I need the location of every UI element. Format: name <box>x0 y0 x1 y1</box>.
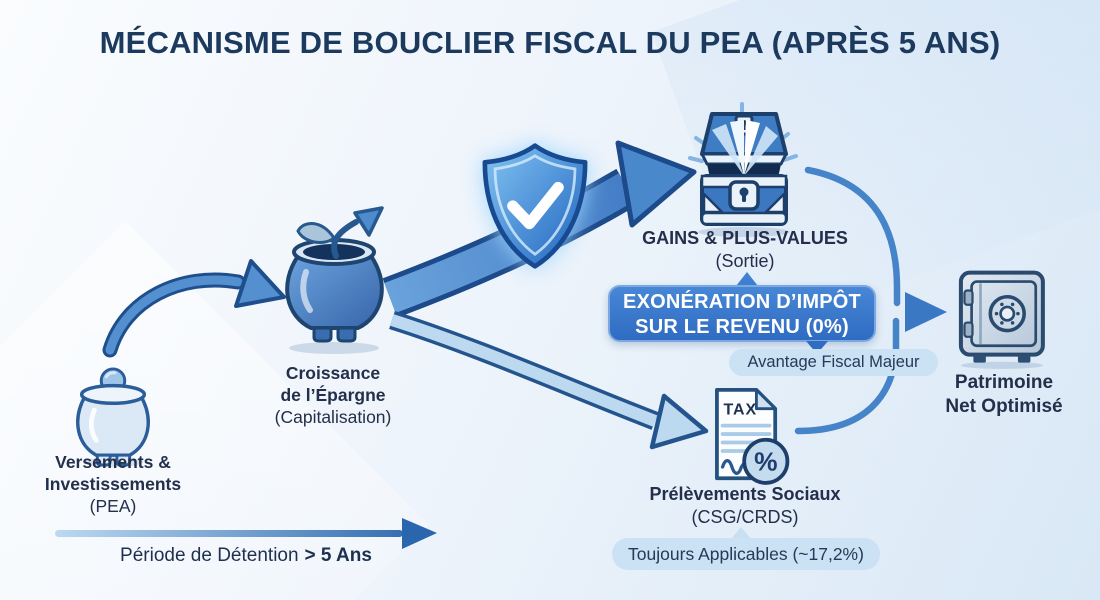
versements-label: Versements & Investissements (PEA) <box>10 451 216 517</box>
shield-check-icon <box>479 141 591 271</box>
coin-pot-icon <box>64 364 162 468</box>
callout-pointer-up <box>736 272 758 286</box>
croissance-line1: Croissance <box>285 363 381 383</box>
croissance-label: Croissance de l’Épargne (Capitalisation) <box>238 362 428 428</box>
versements-line2: Investissements <box>44 474 182 494</box>
gains-label: GAINS & PLUS-VALUES (Sortie) <box>622 227 868 273</box>
patrimoine-line1: Patrimoine <box>954 372 1054 393</box>
page-title: MÉCANISME DE BOUCLIER FISCAL DU PEA (APR… <box>99 25 1001 60</box>
treasure-chest-icon <box>666 98 818 238</box>
prelevements-line1: Prélèvements Sociaux <box>649 484 841 504</box>
croissance-line2: de l’Épargne <box>280 385 386 405</box>
avantage-fiscal-badge: Avantage Fiscal Majeur <box>729 349 938 376</box>
tax-doc-label: TAX <box>724 401 758 418</box>
growth-pot-icon <box>276 198 394 354</box>
prelevements-label: Prélèvements Sociaux (CSG/CRDS) <box>620 483 870 529</box>
patrimoine-label: Patrimoine Net Optimisé <box>916 371 1092 419</box>
versements-line1: Versements & <box>55 452 171 472</box>
timeline-arrow <box>55 518 437 549</box>
arrow-croissance-to-prelevements <box>389 310 709 450</box>
tax-document-icon: TAX % <box>700 384 794 486</box>
versements-line3: (PEA) <box>89 496 137 516</box>
arrow-croissance-to-gains <box>382 140 697 318</box>
croissance-line3: (Capitalisation) <box>274 407 392 427</box>
gains-line2: (Sortie) <box>715 251 775 271</box>
exoneration-line2: SUR LE REVENU (0%) <box>635 316 849 338</box>
percent-symbol: % <box>754 447 777 477</box>
badge-pointer-up <box>731 527 751 539</box>
prelevements-line2: (CSG/CRDS) <box>691 507 799 527</box>
gains-line1: GAINS & PLUS-VALUES <box>642 228 848 248</box>
exoneration-line1: EXONÉRATION D’IMPÔT <box>623 291 861 313</box>
arrow-versements-to-croissance <box>102 259 286 358</box>
patrimoine-line2: Net Optimisé <box>945 396 1063 417</box>
toujours-applicables-badge: Toujours Applicables (~17,2%) <box>612 538 880 570</box>
timeline-caption-text: Période de Détention <box>120 545 299 566</box>
timeline-caption-highlight: > 5 Ans <box>304 545 372 566</box>
safe-icon <box>952 268 1050 370</box>
exoneration-callout-box: EXONÉRATION D’IMPÔT SUR LE REVENU (0%) <box>608 285 876 342</box>
timeline-caption: Période de Détention> 5 Ans <box>60 545 432 567</box>
